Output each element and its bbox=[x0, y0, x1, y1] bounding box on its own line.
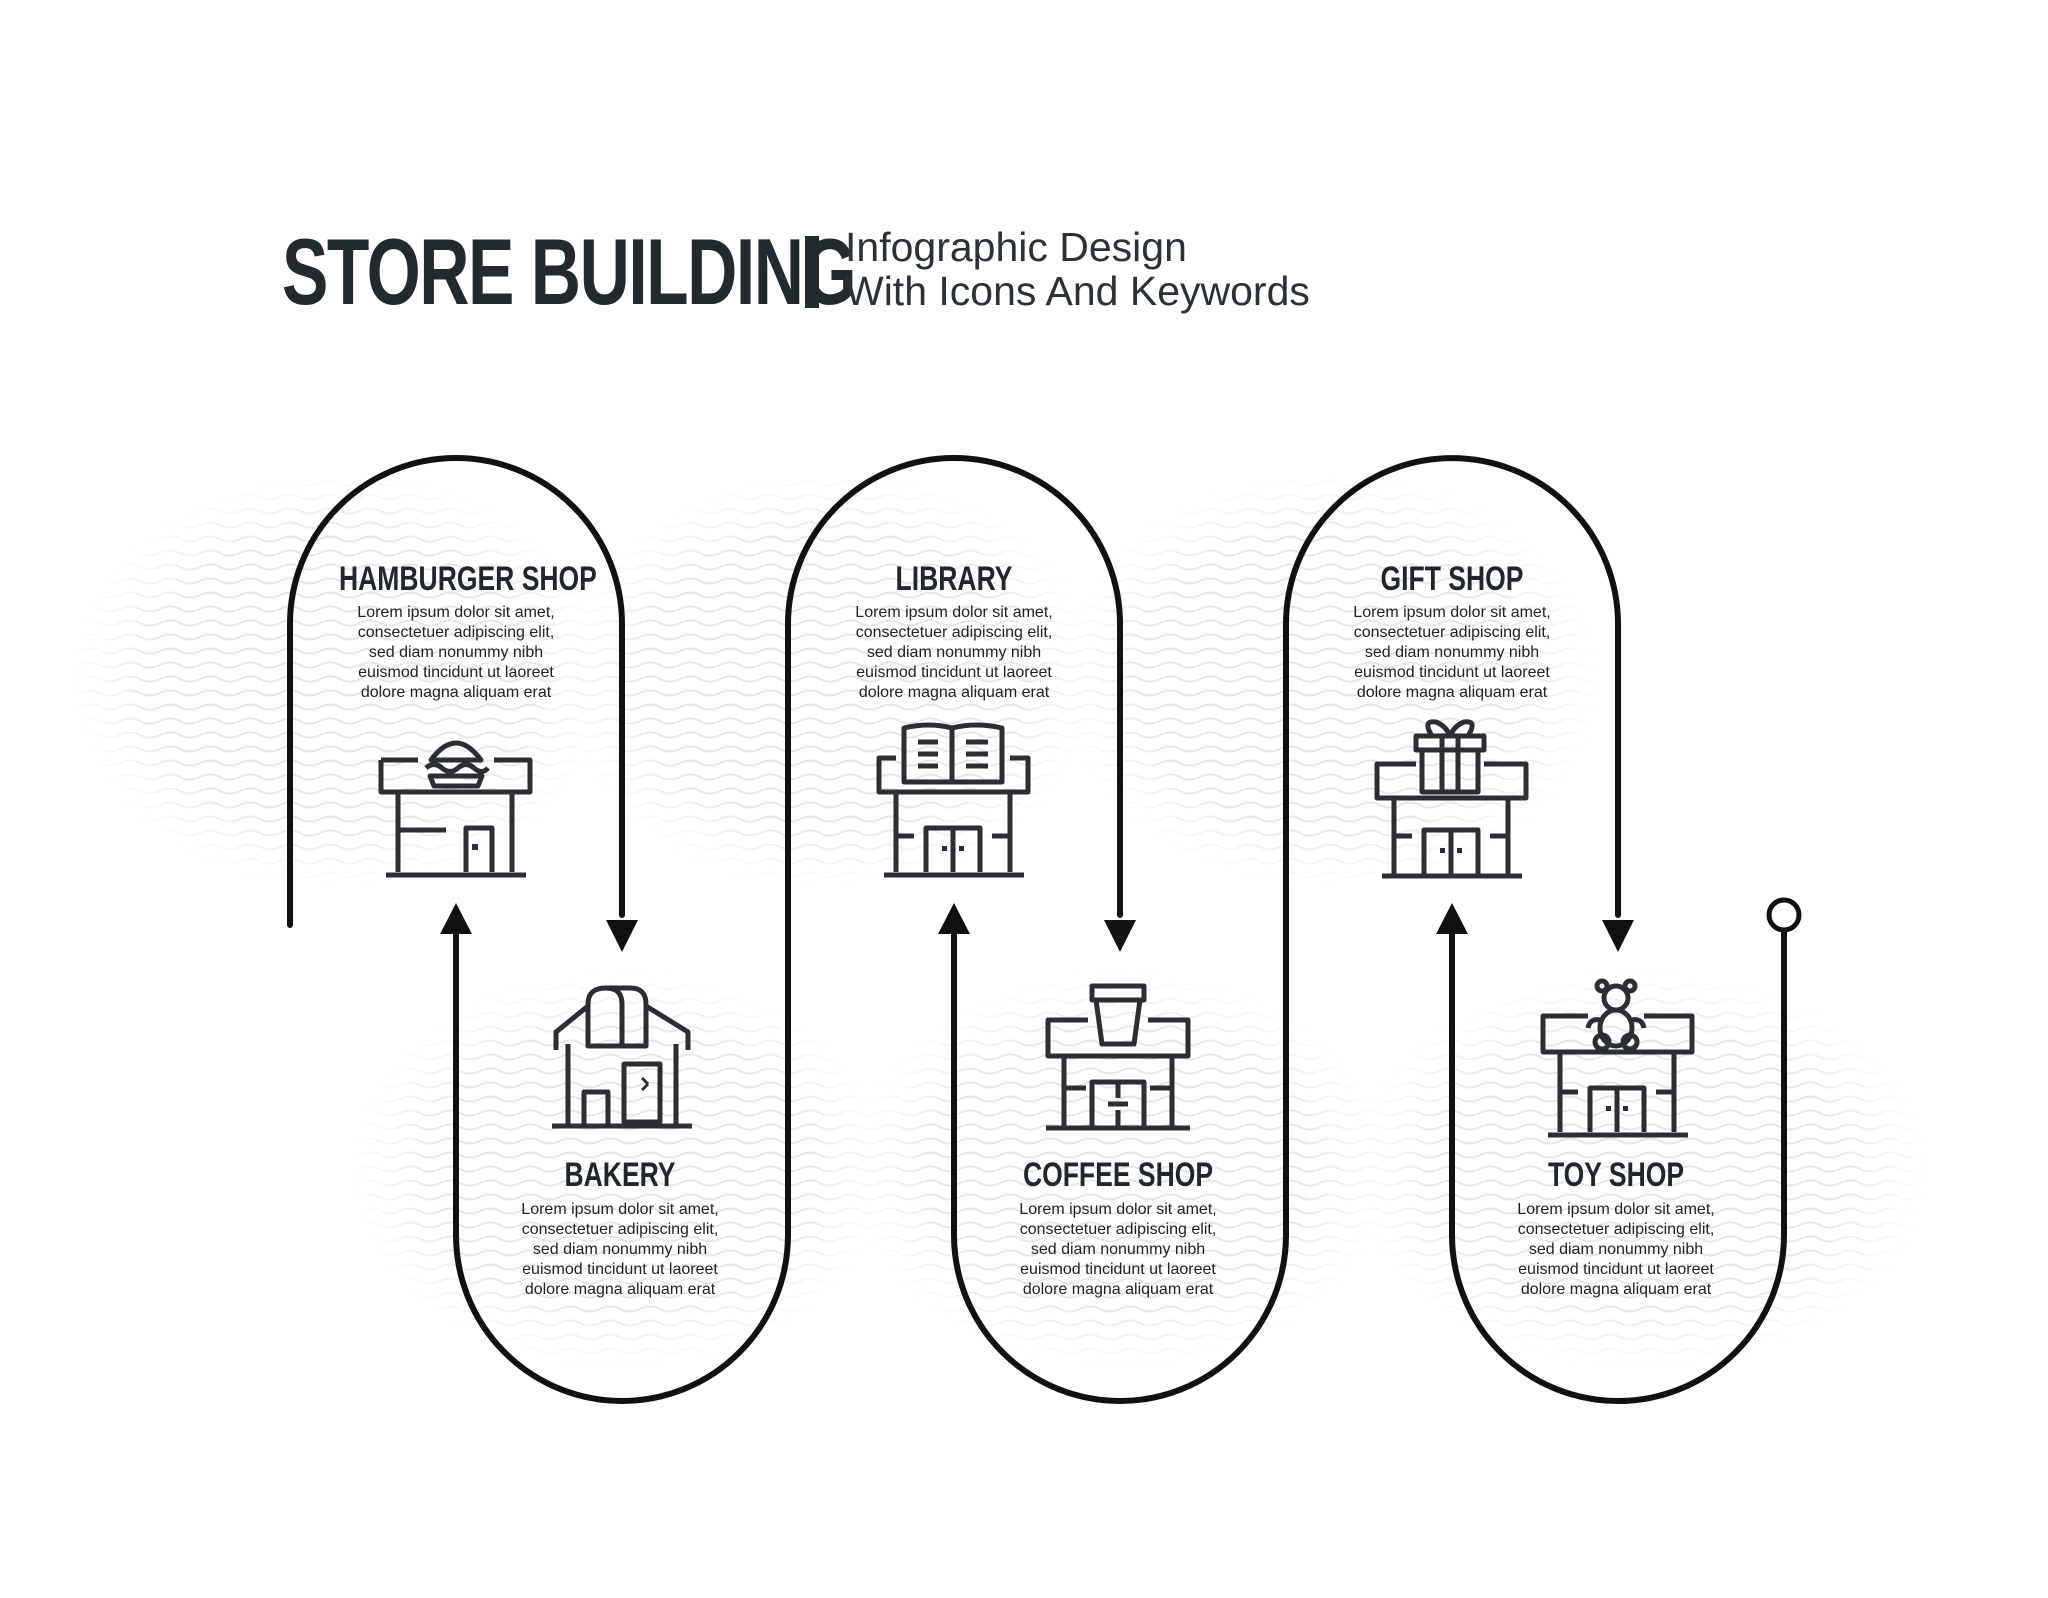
desc-line: Lorem ipsum dolor sit amet, bbox=[521, 1201, 719, 1218]
desc-line: dolore magna aliquam erat bbox=[360, 684, 552, 701]
desc-line: Lorem ipsum dolor sit amet, bbox=[855, 604, 1053, 621]
step-desc-gift-shop: Lorem ipsum dolor sit amet, consectetuer… bbox=[1302, 603, 1602, 703]
step-title-library: LIBRARY bbox=[895, 560, 1013, 598]
toy-shop-icon bbox=[1540, 978, 1695, 1138]
step-title-hamburger-shop: HAMBURGER SHOP bbox=[339, 560, 597, 598]
bakery-shop-icon bbox=[552, 985, 692, 1129]
step-desc-hamburger-shop: Lorem ipsum dolor sit amet, consectetuer… bbox=[306, 603, 606, 703]
step-desc-library: Lorem ipsum dolor sit amet, consectetuer… bbox=[804, 603, 1104, 703]
library-icon bbox=[876, 722, 1031, 878]
desc-line: dolore magna aliquam erat bbox=[1520, 1281, 1712, 1298]
arrow-up-1 bbox=[440, 903, 472, 934]
desc-line: dolore magna aliquam erat bbox=[524, 1281, 716, 1298]
title-divider bbox=[805, 236, 819, 308]
desc-line: sed diam nonummy nibh bbox=[368, 644, 544, 661]
desc-line: sed diam nonummy nibh bbox=[1528, 1241, 1704, 1258]
arrow-up-2 bbox=[938, 903, 970, 934]
desc-line: dolore magna aliquam erat bbox=[1356, 684, 1548, 701]
desc-line: euismod tincidunt ut laoreet bbox=[1518, 1261, 1714, 1278]
desc-line: euismod tincidunt ut laoreet bbox=[856, 664, 1052, 681]
step-desc-coffee-shop: Lorem ipsum dolor sit amet, consectetuer… bbox=[968, 1200, 1268, 1300]
desc-line: consectetuer adipiscing elit, bbox=[357, 624, 555, 641]
desc-line: consectetuer adipiscing elit, bbox=[1517, 1221, 1715, 1238]
hamburger-shop-icon bbox=[378, 740, 533, 878]
coffee-shop-icon bbox=[1045, 983, 1191, 1131]
page-title: STORE BUILDING bbox=[282, 219, 857, 324]
gift-shop-icon bbox=[1374, 719, 1529, 879]
desc-line: euismod tincidunt ut laoreet bbox=[1020, 1261, 1216, 1278]
desc-line: Lorem ipsum dolor sit amet, bbox=[1019, 1201, 1217, 1218]
step-title-coffee-shop: COFFEE SHOP bbox=[1022, 1156, 1214, 1194]
desc-line: Lorem ipsum dolor sit amet, bbox=[357, 604, 555, 621]
step-title-bakery: BAKERY bbox=[564, 1156, 676, 1194]
desc-line: dolore magna aliquam erat bbox=[858, 684, 1050, 701]
desc-line: sed diam nonummy nibh bbox=[1364, 644, 1540, 661]
desc-line: consectetuer adipiscing elit, bbox=[855, 624, 1053, 641]
desc-line: sed diam nonummy nibh bbox=[1030, 1241, 1206, 1258]
end-node bbox=[1766, 897, 1802, 933]
desc-line: sed diam nonummy nibh bbox=[532, 1241, 708, 1258]
desc-line: euismod tincidunt ut laoreet bbox=[1354, 664, 1550, 681]
step-desc-bakery: Lorem ipsum dolor sit amet, consectetuer… bbox=[470, 1200, 770, 1300]
desc-line: dolore magna aliquam erat bbox=[1022, 1281, 1214, 1298]
desc-line: consectetuer adipiscing elit, bbox=[1019, 1221, 1217, 1238]
arrow-up-3 bbox=[1436, 903, 1468, 934]
desc-line: consectetuer adipiscing elit, bbox=[521, 1221, 719, 1238]
arrow-down-3 bbox=[1602, 920, 1634, 952]
subtitle-line-2: With Icons And Keywords bbox=[845, 268, 1310, 314]
arrow-down-1 bbox=[606, 920, 638, 952]
arrow-down-2 bbox=[1104, 920, 1136, 952]
desc-line: Lorem ipsum dolor sit amet, bbox=[1517, 1201, 1715, 1218]
step-title-toy-shop: TOY SHOP bbox=[1547, 1156, 1685, 1194]
desc-line: euismod tincidunt ut laoreet bbox=[358, 664, 554, 681]
step-title-gift-shop: GIFT SHOP bbox=[1380, 560, 1524, 598]
step-desc-toy-shop: Lorem ipsum dolor sit amet, consectetuer… bbox=[1466, 1200, 1766, 1300]
desc-line: euismod tincidunt ut laoreet bbox=[522, 1261, 718, 1278]
desc-line: Lorem ipsum dolor sit amet, bbox=[1353, 604, 1551, 621]
desc-line: sed diam nonummy nibh bbox=[866, 644, 1042, 661]
desc-line: consectetuer adipiscing elit, bbox=[1353, 624, 1551, 641]
page-subtitle: Infographic Design With Icons And Keywor… bbox=[845, 225, 1310, 313]
subtitle-line-1: Infographic Design bbox=[845, 224, 1187, 270]
